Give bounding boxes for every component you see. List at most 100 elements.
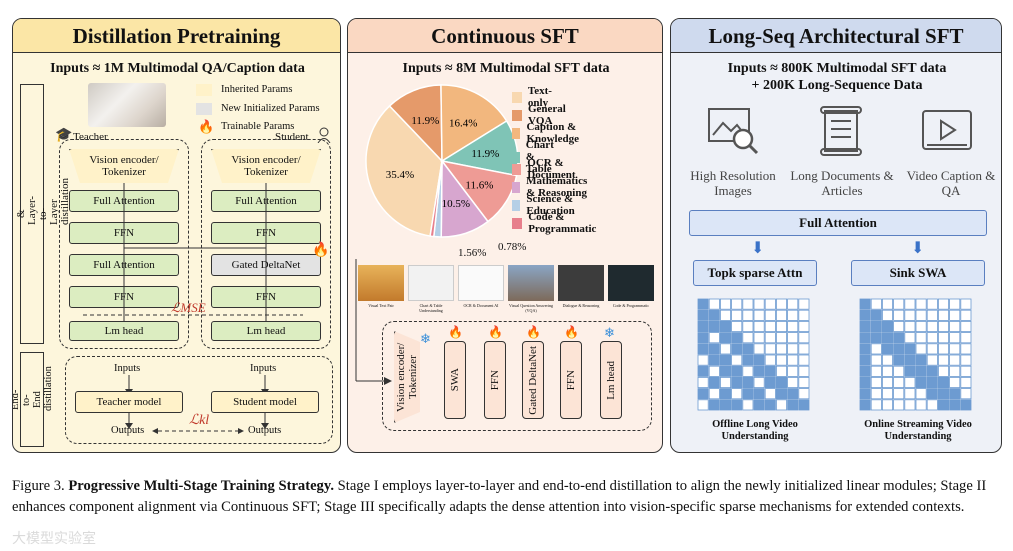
pie-label-1: 11.9% (411, 115, 439, 127)
loss-kl: ℒkl (189, 413, 210, 428)
teacher-group (59, 139, 189, 349)
grid-cell (938, 399, 950, 411)
grid-cell (881, 332, 893, 344)
panel3-inputs-1: Inputs ≈ 800K Multimodal SFT data (727, 61, 947, 76)
stack-vision-encoder: Vision encoder/ Tokenizer (394, 331, 420, 423)
grid-cell (697, 298, 709, 310)
grid-cell (742, 309, 754, 321)
caption-prefix: Figure 3. (12, 478, 65, 494)
image-magnifier-icon (708, 108, 759, 155)
grid-cell (904, 388, 916, 400)
grid-cell (926, 332, 938, 344)
grid-cell (764, 365, 776, 377)
grid-cell (904, 365, 916, 377)
grid-cell (893, 309, 905, 321)
panel1-title: Distillation Pretraining (13, 19, 340, 53)
grid-cell (881, 343, 893, 355)
grid-cell (859, 388, 871, 400)
grid-cell (881, 320, 893, 332)
grid-cell (753, 388, 765, 400)
grid-cell (787, 343, 799, 355)
grid-cell (798, 354, 810, 366)
student-label: Student (275, 131, 309, 143)
topk-sparse-pattern (697, 298, 810, 411)
grid-cell (915, 377, 927, 389)
grid-cell (938, 309, 950, 321)
side-panel-top: Parameter inheritance & Layer-to-Layer d… (13, 84, 71, 344)
panel1-connectors (83, 183, 303, 434)
thumb-vqa (508, 265, 554, 301)
grid-cell (742, 388, 754, 400)
pie-label-078: 0.78% (498, 241, 527, 253)
teacher-vision-encoder: Vision encoder/ Tokenizer (69, 149, 179, 183)
grid-cell (719, 365, 731, 377)
legend-inherited-swatch (196, 84, 212, 96)
grid-cell (708, 377, 720, 389)
grid-cell (764, 354, 776, 366)
grid-cell (708, 298, 720, 310)
offline-label: Offline Long Video Understanding (712, 419, 798, 443)
thumb-label-5: Dialogue & Reasoning (562, 303, 600, 308)
grid-cell (787, 388, 799, 400)
grid-cell (870, 309, 882, 321)
grid-cell (697, 377, 709, 389)
grid-cell (915, 399, 927, 411)
grid-cell (949, 320, 961, 332)
grid-cell (960, 343, 972, 355)
grid-cell (731, 399, 743, 411)
fire-icon: 🔥 (488, 325, 503, 339)
grid-cell (859, 298, 871, 310)
grid-cell (742, 365, 754, 377)
grid-cell (904, 377, 916, 389)
grid-cell (893, 343, 905, 355)
grid-cell (893, 298, 905, 310)
pie-label-2: 16.4% (449, 117, 477, 129)
grid-cell (960, 388, 972, 400)
grid-cell (753, 320, 765, 332)
grid-cell (859, 354, 871, 366)
legend-item: Mathematics & Reasoning (512, 175, 594, 199)
grid-cell (742, 377, 754, 389)
legend-label: Caption & Knowledge (526, 121, 579, 145)
legend-item: Text-only (512, 85, 557, 109)
grid-cell (881, 399, 893, 411)
grid-cell (764, 399, 776, 411)
student-vision-encoder: Vision encoder/ Tokenizer (211, 149, 321, 183)
down-arrow-right: ⬇ (911, 240, 925, 257)
grid-cell (753, 332, 765, 344)
grid-cell (859, 320, 871, 332)
pie-slice-7 (429, 160, 443, 238)
grid-cell (870, 298, 882, 310)
grid-cell (731, 320, 743, 332)
e2e-outputs-right: Outputs (248, 425, 282, 436)
grid-cell (904, 320, 916, 332)
grid-cell (859, 332, 871, 344)
caption-bold: Progressive Multi-Stage Training Strateg… (68, 478, 334, 494)
grid-cell (949, 399, 961, 411)
grid-cell (949, 388, 961, 400)
grid-cell (787, 365, 799, 377)
grid-cell (926, 343, 938, 355)
grid-cell (787, 399, 799, 411)
grid-cell (787, 332, 799, 344)
grid-cell (949, 298, 961, 310)
grid-cell (881, 388, 893, 400)
stack-ffn-1: FFN (484, 341, 506, 419)
grid-cell (960, 332, 972, 344)
pie-slice-0 (365, 104, 443, 237)
panel3-title: Long-Seq Architectural SFT (671, 19, 1001, 53)
grid-cell (881, 309, 893, 321)
thumb-label-4: Visual Question Answering (VQA) (509, 303, 553, 313)
legend-item: Chart & Table (512, 139, 561, 175)
e2e-teacher-model: Teacher model (75, 391, 183, 413)
grid-cell (870, 365, 882, 377)
grid-cell (904, 309, 916, 321)
grid-cell (949, 354, 961, 366)
grid-cell (870, 388, 882, 400)
grid-cell (881, 365, 893, 377)
grid-cell (859, 399, 871, 411)
grid-cell (787, 309, 799, 321)
fire-icon: 🔥 (198, 119, 215, 134)
panel-distillation-pretraining: Distillation Pretraining Inputs ≈ 1M Mul… (12, 18, 341, 453)
grid-cell (776, 332, 788, 344)
